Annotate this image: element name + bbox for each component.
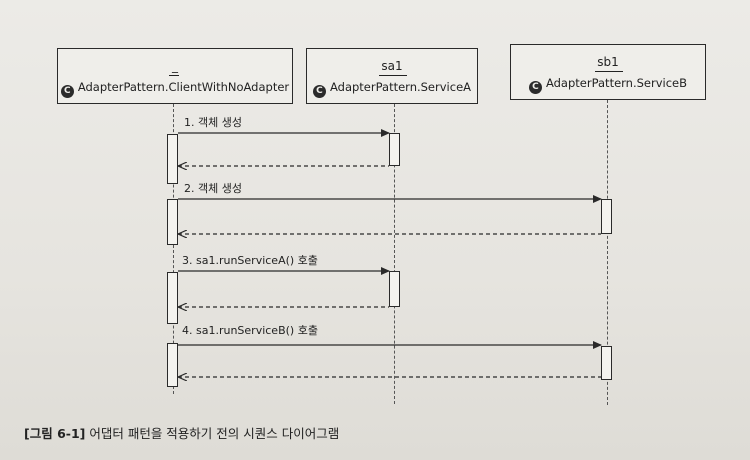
activation-client — [167, 272, 178, 324]
instance-underline — [169, 75, 179, 77]
figure-caption: [그림 6-1] 어댑터 패턴을 적용하기 전의 시퀀스 다이어그램 — [24, 426, 339, 442]
participant-instance-name: sa1 — [381, 59, 403, 73]
message-label: 1. 객체 생성 — [184, 116, 242, 129]
activation-client — [167, 343, 178, 387]
instance-underline — [379, 75, 407, 77]
lifeline-service-b — [607, 100, 608, 405]
activation-service-b — [601, 346, 612, 380]
message-label: 4. sa1.runServiceB() 호출 — [182, 324, 318, 337]
activation-service-a — [389, 133, 400, 166]
participant-type-label: AdapterPattern.ServiceA — [329, 80, 472, 94]
activation-service-b — [601, 199, 612, 234]
participant-instance-name: _ — [172, 59, 178, 73]
activation-service-a — [389, 271, 400, 307]
participant-type-label: AdapterPattern.ClientWithNoAdapter — [77, 80, 290, 94]
participant-type-label: AdapterPattern.ServiceB — [545, 76, 688, 90]
lifeline-service-a — [394, 104, 395, 404]
class-icon: C — [312, 85, 326, 98]
message-label: 2. 객체 생성 — [184, 182, 242, 195]
figure-number: [그림 6-1] — [24, 426, 86, 441]
participant-instance-name: sb1 — [597, 55, 619, 69]
class-icon: C — [528, 81, 542, 94]
instance-underline — [595, 71, 623, 73]
figure-title: 어댑터 패턴을 적용하기 전의 시퀀스 다이어그램 — [89, 426, 340, 441]
lifeline-client — [173, 104, 174, 394]
message-label: 3. sa1.runServiceA() 호출 — [182, 254, 318, 267]
activation-client — [167, 134, 178, 184]
activation-client — [167, 199, 178, 245]
class-icon: C — [60, 85, 74, 98]
